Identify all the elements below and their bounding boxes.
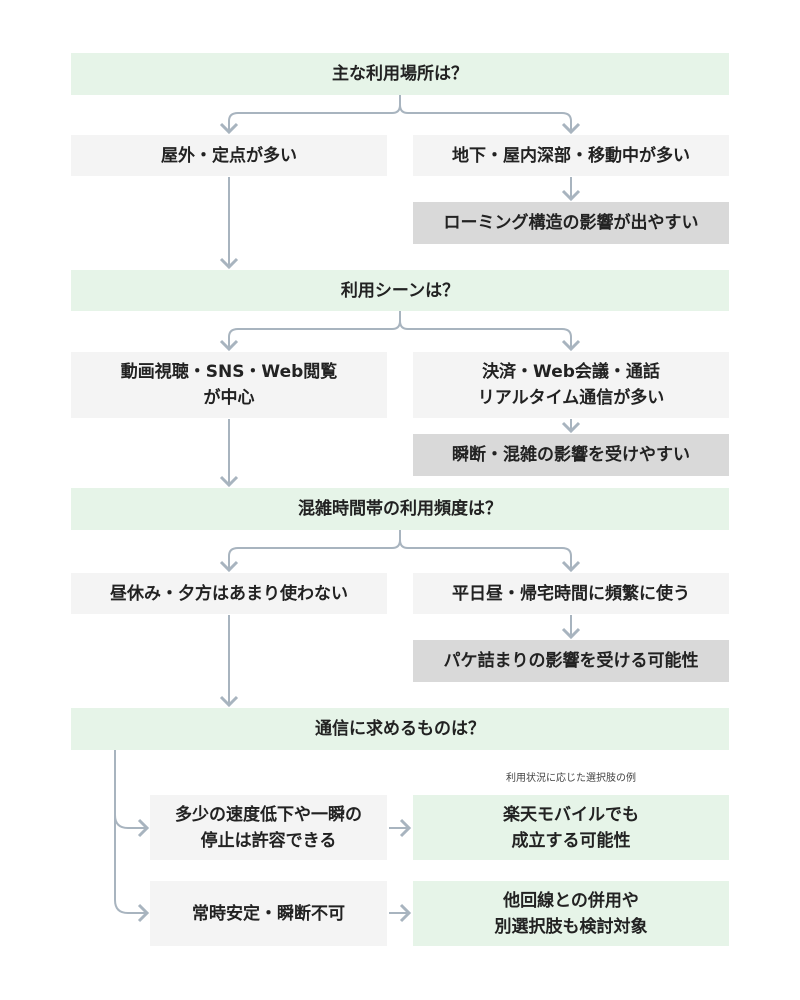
- question-label: 利用シーンは？: [340, 280, 460, 301]
- option-outdoor-fixed: 屋外・定点が多い: [71, 135, 387, 176]
- result-interruption: 瞬断・混雑の影響を受けやすい: [413, 434, 729, 476]
- option-label: 屋外・定点が多い: [161, 145, 297, 166]
- need-tolerant: 多少の速度低下や一瞬の 停止は許容できる: [150, 795, 387, 860]
- option-label: 昼休み・夕方はあまり使わない: [110, 583, 348, 604]
- option-rarely-peak: 昼休み・夕方はあまり使わない: [71, 573, 387, 614]
- need-label: 多少の速度低下や一瞬の 停止は許容できる: [175, 804, 362, 851]
- result-packet-congestion: パケ詰まりの影響を受ける可能性: [413, 640, 729, 682]
- option-label: 決済・Web会議・通話 リアルタイム通信が多い: [477, 362, 665, 408]
- need-label: 常時安定・瞬断不可: [192, 903, 345, 924]
- result-label: 瞬断・混雑の影響を受けやすい: [452, 445, 690, 465]
- question-peak-usage: 混雑時間帯の利用頻度は？: [71, 488, 729, 530]
- option-underground-moving: 地下・屋内深部・移動中が多い: [413, 135, 729, 176]
- result-roaming: ローミング構造の影響が出やすい: [413, 202, 729, 244]
- recommendation-label: 他回線との併用や 別選択肢も検討対象: [494, 890, 648, 937]
- choices-caption: 利用状況に応じた選択肢の例: [506, 773, 636, 784]
- question-requirements: 通信に求めるものは？: [71, 708, 729, 750]
- option-video-sns-web: 動画視聴・SNS・Web閲覧 が中心: [71, 352, 387, 418]
- question-location: 主な利用場所は？: [71, 53, 729, 95]
- recommendation-rakuten: 楽天モバイルでも 成立する可能性: [413, 795, 729, 860]
- option-realtime: 決済・Web会議・通話 リアルタイム通信が多い: [413, 352, 729, 418]
- recommendation-alternative: 他回線との併用や 別選択肢も検討対象: [413, 881, 729, 946]
- option-label: 地下・屋内深部・移動中が多い: [452, 145, 690, 166]
- option-label: 平日昼・帰宅時間に頻繁に使う: [452, 583, 690, 604]
- result-label: ローミング構造の影響が出やすい: [443, 213, 699, 233]
- question-label: 混雑時間帯の利用頻度は？: [298, 499, 502, 519]
- need-always-stable: 常時安定・瞬断不可: [150, 881, 387, 946]
- result-label: パケ詰まりの影響を受ける可能性: [443, 651, 699, 671]
- question-label: 主な利用場所は？: [332, 64, 468, 84]
- recommendation-label: 楽天モバイルでも 成立する可能性: [503, 804, 639, 851]
- question-usage-scene: 利用シーンは？: [71, 270, 729, 311]
- question-label: 通信に求めるものは？: [315, 719, 485, 739]
- option-label: 動画視聴・SNS・Web閲覧 が中心: [120, 362, 338, 408]
- option-frequent-peak: 平日昼・帰宅時間に頻繁に使う: [413, 573, 729, 614]
